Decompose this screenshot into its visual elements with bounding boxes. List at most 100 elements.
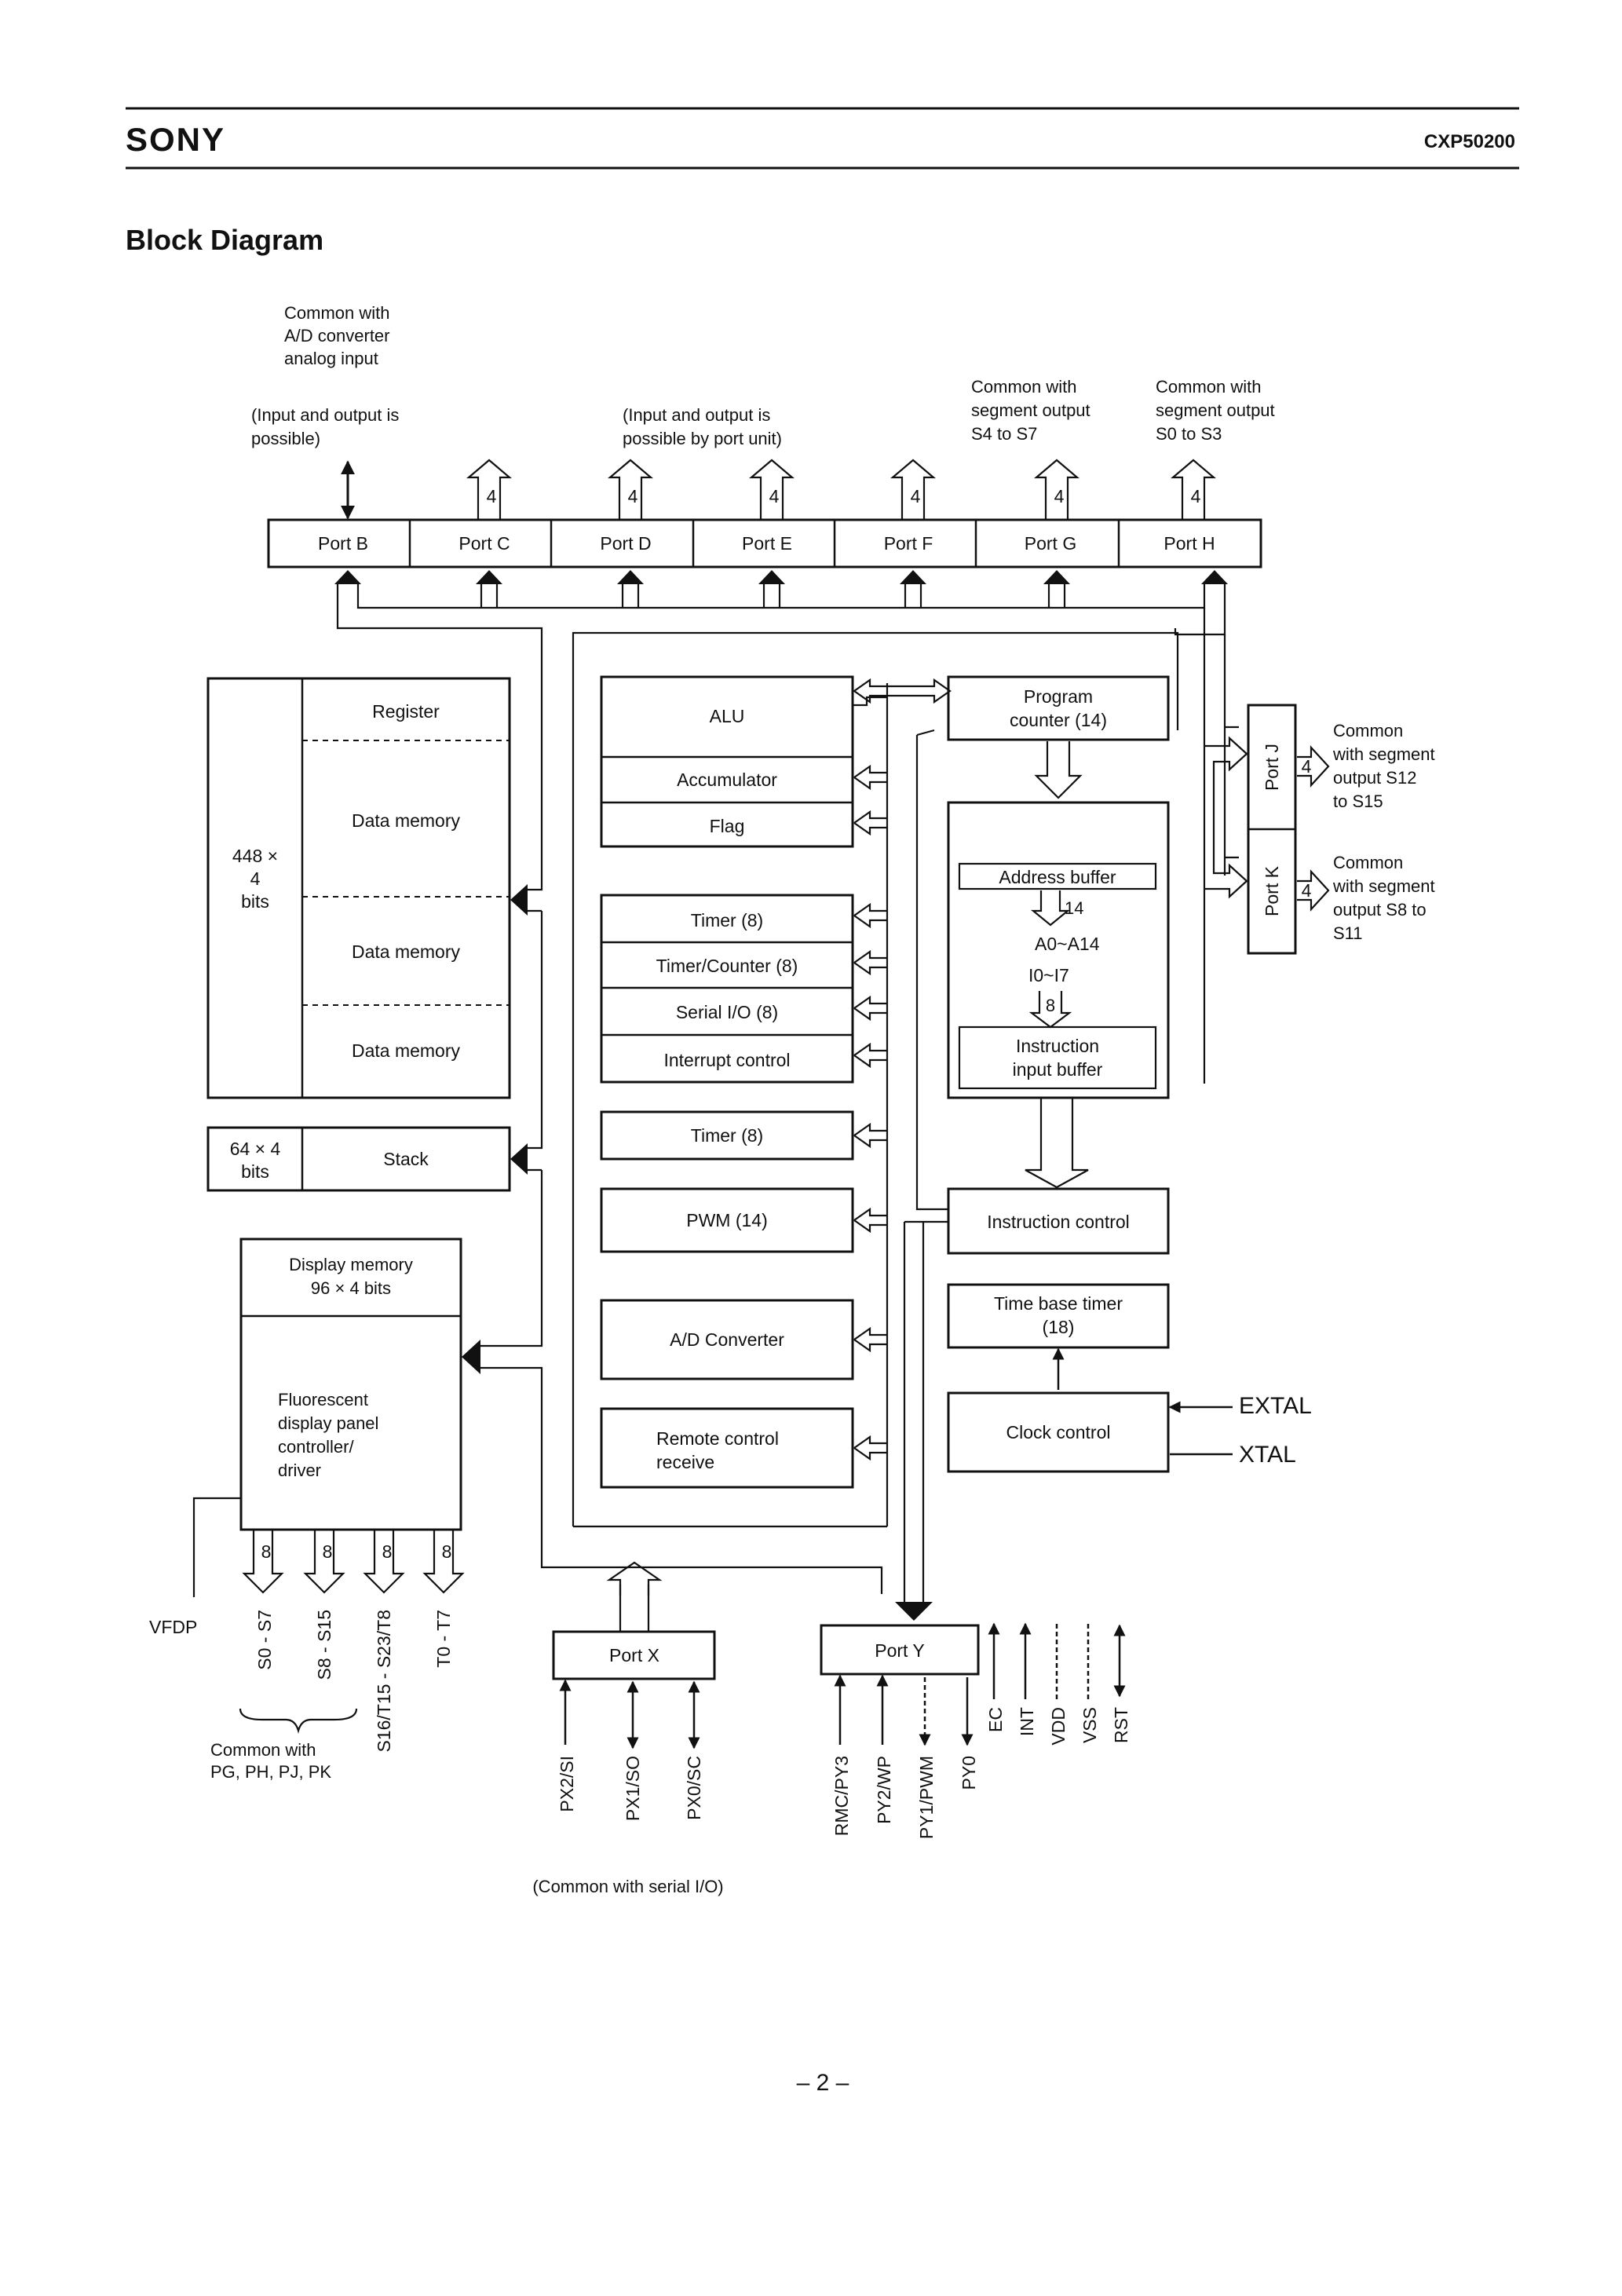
pin-px0: PX0/SC [684,1756,704,1820]
clock-control-label: Clock control [1006,1422,1111,1442]
program-counter-line-2: counter (14) [1010,710,1107,730]
side-ports: Port J Port K [1247,704,1297,955]
pwm-block [600,1187,854,1253]
port-k: Port K [1262,865,1282,916]
data-lines: I0~I7 [1028,965,1069,985]
port-unit-io-note-2: possible by port unit) [623,429,782,448]
xtal-label: XTAL [1239,1442,1296,1468]
segment-s8-s15: S8 - S15 [314,1610,334,1680]
stack-size-line-2: bits [241,1161,269,1182]
address-buffer-label: Address buffer [999,867,1116,887]
pin-rmc-py3: RMC/PY3 [831,1756,852,1836]
ram-size-line-1: 448 × [232,846,278,866]
instruction-control-label: Instruction control [987,1212,1130,1232]
seg-s0-s3-note-1: Common with [1156,377,1261,397]
instr-buffer-line-1: Instruction [1016,1036,1099,1056]
port-x-block [552,1630,716,1680]
port-y-block [820,1624,980,1676]
seg-s0-s3-note-3: S0 to S3 [1156,424,1222,444]
display-memory-line-2: 96 × 4 bits [311,1278,391,1298]
pin-py2-wp: PY2/WP [874,1756,894,1824]
data-memory-1: Data memory [352,810,461,831]
display-controller-line-4: driver [278,1461,321,1480]
pwm-label: PWM (14) [686,1210,768,1230]
bus-width-8: 8 [323,1541,333,1562]
pin-int: INT [1017,1707,1037,1736]
port-j-note-3: output S12 [1333,768,1416,788]
display-controller-line-2: display panel [278,1413,378,1433]
remote-line-1: Remote control [656,1428,779,1449]
address-buffer [958,862,1157,890]
clock-control-block [947,1391,1170,1473]
display-controller-line-3: controller/ [278,1437,354,1457]
seg-s4-s7-note-2: segment output [971,400,1090,420]
top-bus-arrows: 4 4 4 4 4 4 [466,459,1217,520]
bus-width-4: 4 [1191,486,1201,506]
port-b: Port B [318,533,368,554]
data-memory-2: Data memory [352,941,461,962]
seg-s0-s3-note-2: segment output [1156,400,1275,420]
bus-width-4: 4 [1302,880,1312,901]
ad-common-note-1: Common with [284,303,389,323]
program-counter-block [947,675,1170,741]
bus-width-4: 4 [628,486,638,506]
display-block: Display memory 96 × 4 bits Fluorescent d… [239,1238,462,1531]
display-controller-line-1: Fluorescent [278,1390,368,1409]
serial-common-note: (Common with serial I/O) [532,1877,723,1896]
bus-width-4: 4 [911,486,921,506]
serial-io-label: Serial I/O (8) [676,1002,778,1022]
port-j-note-2: with segment [1332,744,1435,764]
register-label: Register [372,701,440,722]
vfdp-label: VFDP [149,1617,197,1637]
ram-size-line-3: bits [241,891,269,912]
part-number: CXP50200 [1424,131,1515,152]
port-unit-io-note-1: (Input and output is [623,405,770,425]
port-d: Port D [600,533,651,554]
port-j: Port J [1262,744,1282,791]
pin-py1-pwm: PY1/PWM [916,1756,937,1839]
stack-block: 64 × 4 bits Stack [206,1126,511,1192]
seg-s4-s7-note-3: S4 to S7 [971,424,1037,444]
bus-width-8: 8 [442,1541,452,1562]
instruction-control-block [947,1187,1170,1255]
adc-block [600,1299,854,1380]
display-memory-line-1: Display memory [289,1255,413,1274]
port-j-note-4: to S15 [1333,792,1383,811]
ad-common-note-2: A/D converter [284,326,390,345]
address-block [947,801,1170,1099]
pin-py0: PY0 [959,1756,979,1790]
ram-size-line-2: 4 [250,868,261,889]
section-title: Block Diagram [126,224,323,256]
port-h: Port H [1164,533,1215,554]
extal-label: EXTAL [1239,1393,1312,1419]
address-lines: A0~A14 [1035,934,1100,954]
time-base-line-1: Time base timer [994,1293,1123,1314]
address-bus-width: 14 [1065,898,1083,918]
page-number: – 2 – [797,2070,849,2096]
alu-label: ALU [710,706,745,726]
seg-s4-s7-note-1: Common with [971,377,1076,397]
remote-block [600,1407,854,1489]
port-y-label: Port Y [875,1640,925,1661]
bus-width-8: 8 [382,1541,393,1562]
port-f: Port F [884,533,933,554]
pin-rst: RST [1111,1707,1131,1743]
timer2-block [600,1110,854,1161]
pin-px2: PX2/SI [557,1756,577,1812]
accumulator-label: Accumulator [677,770,777,790]
ad-common-note-3: analog input [284,349,378,368]
stack-size-line-1: 64 × 4 [230,1139,281,1159]
alu-group: ALU Accumulator Flag [600,675,854,848]
port-j-note-1: Common [1333,721,1403,740]
port-k-note-1: Common [1333,853,1403,872]
timer-counter-label: Timer/Counter (8) [656,956,798,976]
port-k-note-3: output S8 to [1333,900,1427,919]
data-bus-width: 8 [1046,996,1055,1015]
bus-width-4: 4 [487,486,497,506]
timer1-label: Timer (8) [691,910,763,930]
stack-label: Stack [383,1149,429,1169]
pin-vss: VSS [1080,1707,1100,1743]
interrupt-control-label: Interrupt control [663,1050,790,1070]
instruction-input-buffer [958,1026,1157,1090]
